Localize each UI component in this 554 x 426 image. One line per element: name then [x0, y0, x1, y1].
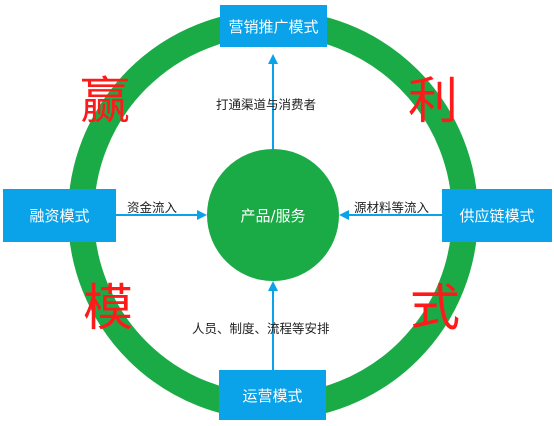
flow-label-right: 源材料等流入 — [354, 200, 430, 215]
flow-label-top: 打通渠道与消费者 — [216, 97, 317, 112]
node-operations: 运营模式 — [219, 370, 326, 420]
node-financing: 融资模式 — [3, 189, 116, 242]
center-circle — [207, 149, 339, 281]
char-top-right: 利 — [408, 72, 458, 130]
center-label: 产品/服务 — [240, 207, 306, 225]
char-bottom-left: 模 — [83, 279, 133, 337]
char-bottom-right: 式 — [410, 279, 460, 337]
node-marketing: 营销推广模式 — [220, 5, 327, 47]
char-top-left: 赢 — [80, 72, 130, 130]
flow-label-bottom: 人员、制度、流程等安排 — [192, 321, 330, 336]
flow-label-left: 资金流入 — [127, 200, 178, 215]
node-supply-chain: 供应链模式 — [442, 189, 552, 242]
